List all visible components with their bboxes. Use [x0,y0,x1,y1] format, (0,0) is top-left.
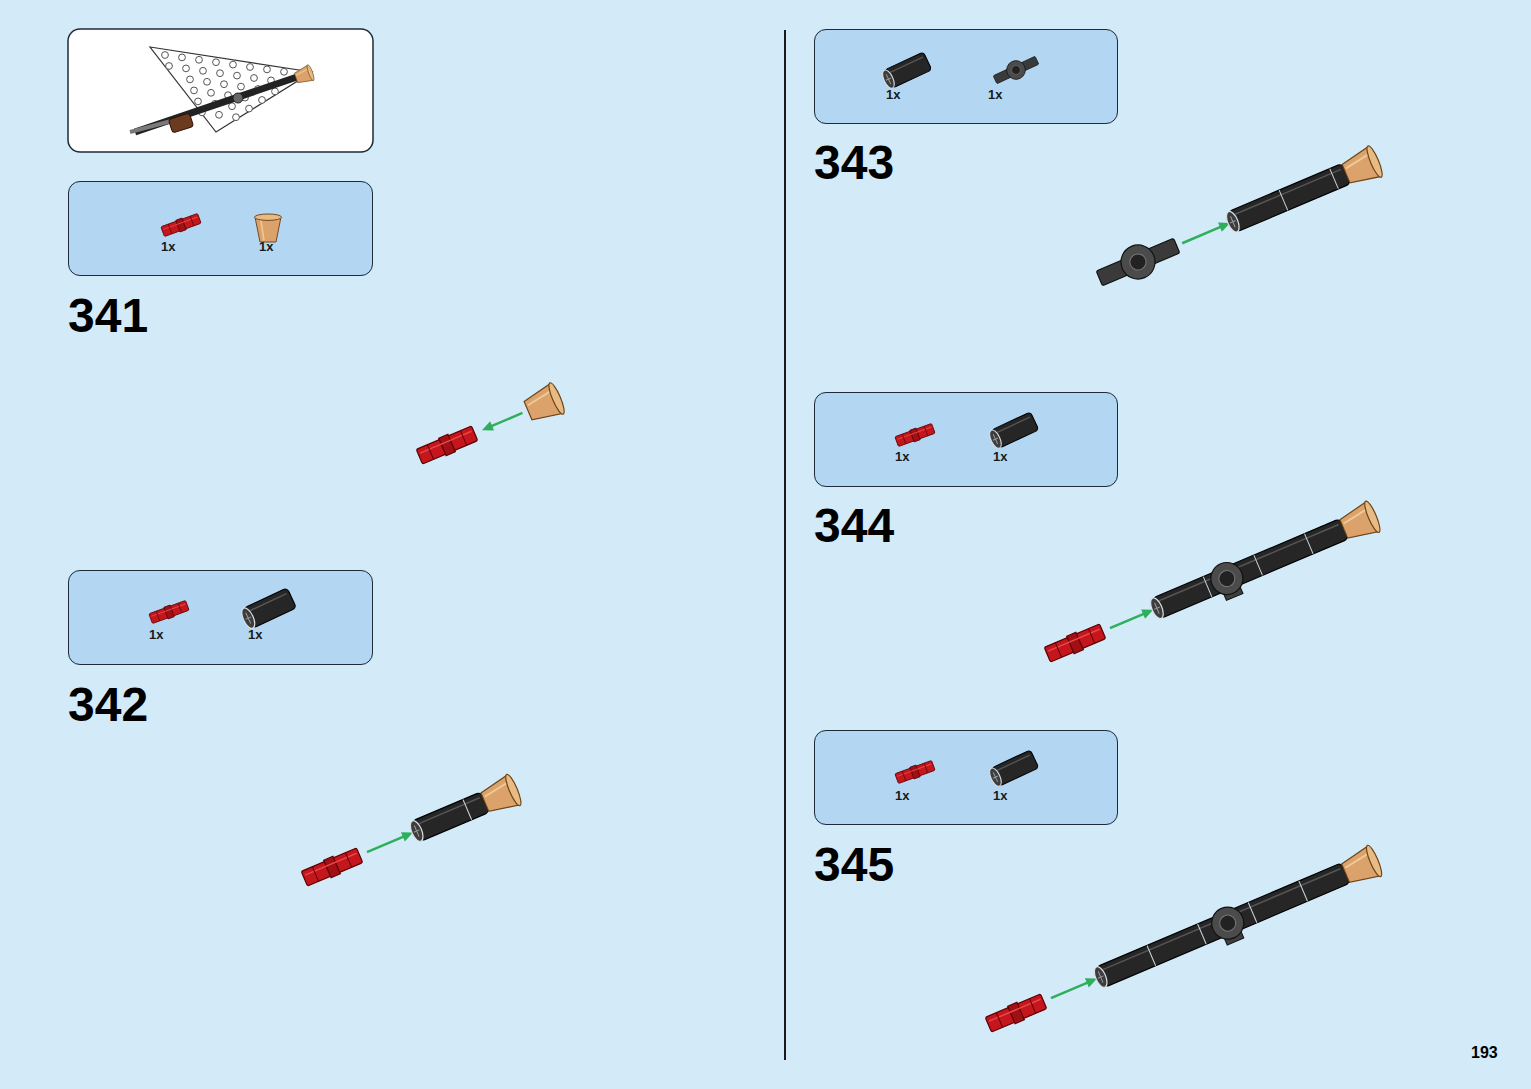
red-pin [161,213,202,238]
part-icon [895,423,936,448]
axle-connector [880,52,932,90]
part-icon [987,412,1039,450]
red-pin [416,425,479,466]
part-icon [239,588,296,630]
parts-box-fill [814,392,1118,487]
red-pin [301,847,364,888]
cone [1339,144,1385,189]
page-number: 193 [1471,1044,1498,1062]
cone [254,214,281,242]
step-345-assembly [982,844,1386,1043]
part-count: 1x [895,788,909,803]
cone [521,381,567,426]
step-number: 344 [814,498,894,553]
assembly-arrow [1108,605,1155,633]
step-number: 345 [814,837,894,892]
step-number: 342 [68,677,148,732]
red-pin [895,760,936,785]
part-icon [895,760,936,785]
parts-box-fill [814,730,1118,825]
part-count: 1x [161,239,175,254]
part-count: 1x [149,627,163,642]
part-count: 1x [259,239,273,254]
axle-connector [987,412,1039,450]
red-pin [1044,623,1107,664]
divider [784,30,786,1060]
part-icon [880,52,932,90]
step-number: 343 [814,135,894,190]
part-icon [161,213,202,238]
step-342-assembly [298,773,524,895]
cone [1339,844,1385,889]
parts-box: 1x 1x [68,181,373,276]
part-icon [149,600,190,625]
part-icon [254,214,281,242]
axle-connector [1092,863,1350,989]
red-pin [149,600,190,625]
parts-box-fill [68,181,373,276]
parts-box-fill [68,570,373,665]
step-343-assembly [1093,144,1385,294]
parts-box: 1x 1x [814,730,1118,825]
axle-connector [987,750,1039,788]
part-count: 1x [895,449,909,464]
part-count: 1x [886,87,900,102]
parts-box: 1x 1x [814,392,1118,487]
axle-connector [408,792,489,843]
hub-connector [1093,230,1184,294]
part-icon [987,750,1039,788]
cone [478,773,524,818]
red-pin [985,993,1048,1034]
hub-connector [991,52,1041,88]
callout-box [68,29,373,152]
step-344-assembly [1041,500,1384,674]
assembly-arrow [1180,218,1232,248]
step-341-assembly [413,381,567,472]
part-count: 1x [993,449,1007,464]
part-icon [991,52,1041,88]
part-count: 1x [988,87,1002,102]
cone [1337,500,1383,545]
assembly-arrow [480,408,524,434]
axle-connector [1148,519,1348,621]
axle-connector [1224,164,1350,234]
hub-connector [1206,558,1250,604]
assembly-arrow [1049,974,1099,1003]
parts-box: 1x 1x [68,570,373,665]
part-count: 1x [993,788,1007,803]
part-count: 1x [248,627,262,642]
parts-box-fill [814,29,1118,124]
axle-connector [239,588,296,630]
cone [293,64,315,86]
assembly-arrow [365,828,415,857]
hub-connector [1207,902,1251,948]
callout-picture [130,47,315,133]
step-number: 341 [68,288,148,343]
red-pin [895,423,936,448]
parts-box: 1x 1x [814,29,1118,124]
